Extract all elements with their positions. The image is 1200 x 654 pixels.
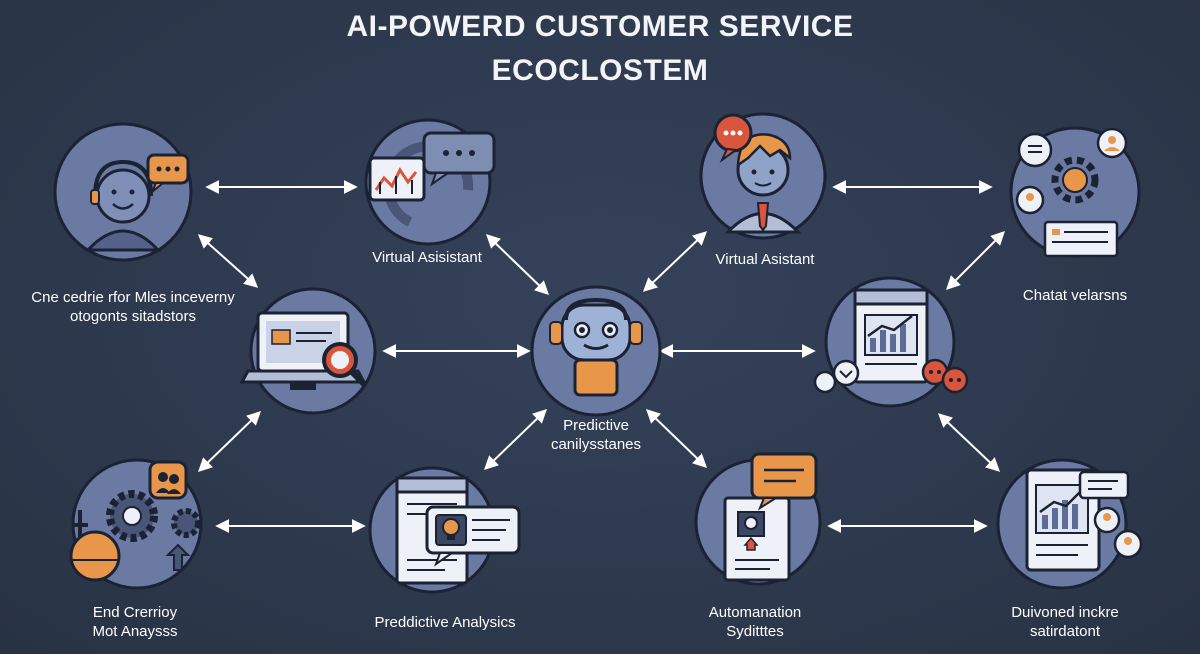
- label-top-center-left-line-1: Virtual Asisistant: [372, 249, 482, 266]
- chat-analytics-icon: [368, 131, 496, 227]
- business-agent-icon: [713, 113, 802, 234]
- label-top-right-line-1: Chatat velarsns: [1022, 287, 1128, 304]
- label-bottom-center-left-line-1: Preddictive Analysics: [374, 614, 516, 631]
- idea-document-icon: [395, 476, 521, 585]
- label-bottom-center-right-line-1: Automanation: [708, 604, 802, 621]
- node-report-chart: [813, 276, 969, 408]
- analytics-report-icon: [813, 288, 969, 394]
- label-center: Predictive canilysstanes: [520, 416, 672, 454]
- node-network-users: [1009, 126, 1141, 258]
- node-ai-robot: [530, 285, 662, 417]
- arrow-report-to-dashboard: [937, 413, 1001, 472]
- label-top-center-right: Virtual Asistant: [690, 250, 840, 269]
- node-gears-bot: [69, 458, 203, 590]
- label-bottom-right-line-1: Duivoned inckre: [1011, 604, 1119, 621]
- connector-arrows: [197, 180, 1005, 533]
- label-top-right: Chatat velarsns: [1000, 286, 1150, 305]
- arrow-agent-to-laptop: [197, 234, 259, 288]
- node-dashboard-users: [996, 458, 1143, 590]
- ai-robot-icon: [549, 297, 643, 397]
- arrow-human-to-robot: [642, 231, 708, 292]
- laptop-search-icon: [239, 311, 367, 390]
- label-top-left: Cne cedrie rfor Mles inceverny otogonts …: [8, 288, 258, 326]
- label-bottom-right: Duivoned inckre satirdatont: [980, 603, 1150, 641]
- gear-automation-icon: [69, 460, 201, 582]
- label-bottom-right-line-2: satirdatont: [1029, 623, 1101, 640]
- node-document-bulb: [368, 466, 521, 594]
- diagram-title-line-2: ECOCLOSTEM: [491, 54, 709, 87]
- node-laptop-search: [239, 287, 377, 415]
- label-bottom-left: End Crerrioy Mot Anaysss: [60, 603, 210, 641]
- arrow-laptop-to-gears: [197, 411, 262, 472]
- dashboard-users-icon: [1025, 468, 1143, 572]
- diagram-title-line-1: AI-POWERD CUSTOMER SERVICE: [346, 10, 854, 43]
- label-center-line-1: Predictive: [563, 417, 629, 434]
- label-bottom-left-line-2: Mot Anaysss: [92, 623, 178, 640]
- label-top-center-right-line-1: Virtual Asistant: [715, 251, 815, 268]
- label-bottom-left-line-1: End Crerrioy: [92, 604, 178, 621]
- node-virtual-assistant-chart: [364, 118, 496, 246]
- customer-agent-headset-icon: [84, 153, 190, 252]
- node-human-agent: [699, 112, 827, 240]
- arrow-assistant-to-robot: [485, 234, 550, 295]
- arrow-network-to-report: [946, 231, 1005, 290]
- node-agent-headset: [53, 122, 193, 262]
- automation-document-icon: [723, 452, 818, 582]
- label-bottom-center-right-line-2: Syditttes: [726, 623, 784, 640]
- user-network-icon: [1015, 127, 1128, 258]
- arrow-robot-to-automation: [645, 409, 708, 468]
- arrow-robot-to-document: [483, 409, 548, 470]
- label-top-left-line-1: Cne cedrie rfor Mles inceverny: [31, 289, 235, 306]
- label-bottom-center-right: Automanation Syditttes: [680, 603, 830, 641]
- label-top-left-line-2: otogonts sitadstors: [70, 308, 196, 325]
- label-center-line-2: canilysstanes: [550, 436, 642, 453]
- node-automation-doc: [694, 452, 822, 586]
- label-top-center-left: Virtual Asisistant: [352, 248, 502, 267]
- label-bottom-center-left: Preddictive Analysics: [350, 613, 540, 632]
